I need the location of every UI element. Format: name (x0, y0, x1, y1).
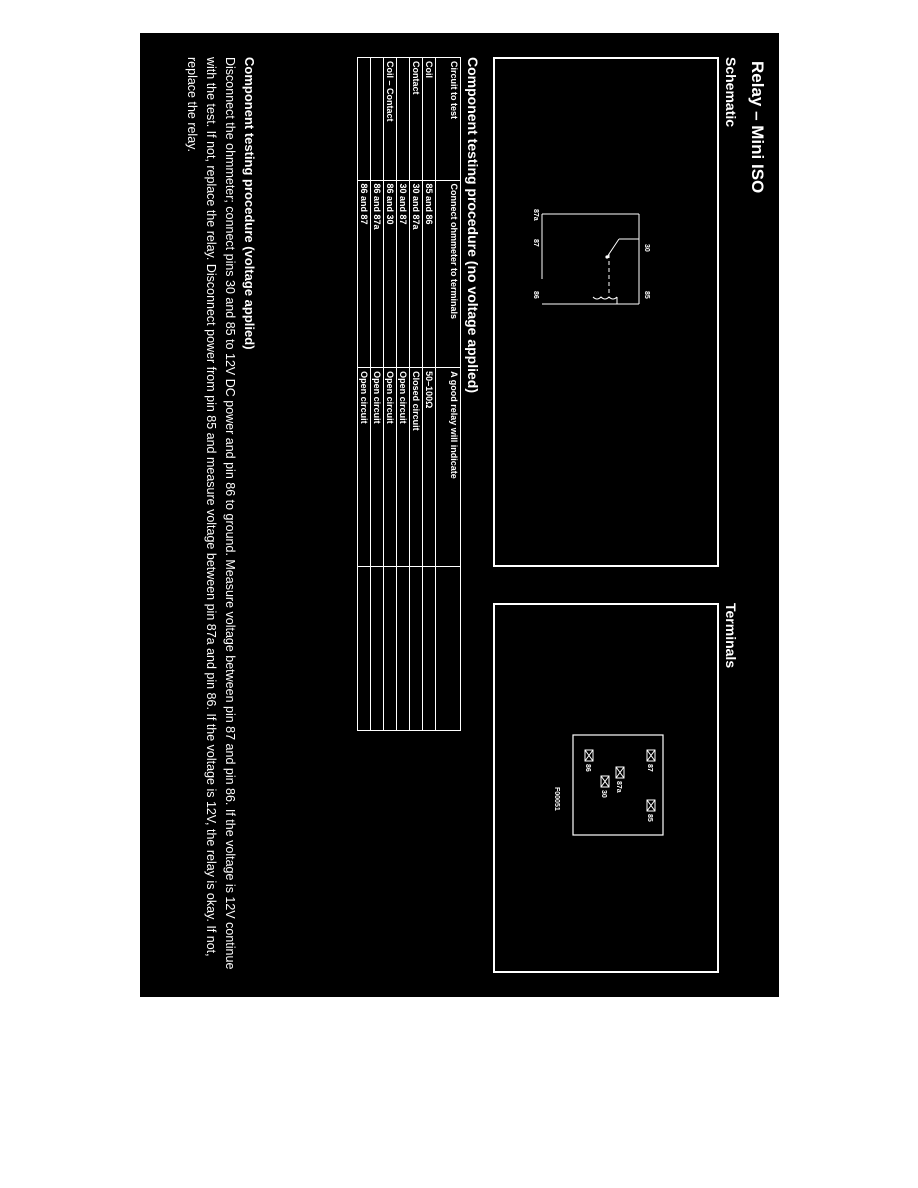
terminal-label-87a: 87a (615, 781, 622, 793)
voltage-test-heading: Component testing procedure (voltage app… (242, 57, 257, 350)
terminal-86 (584, 749, 594, 762)
cell-circuit (370, 57, 384, 181)
column-header-indicate: A good relay will indicate (435, 367, 461, 567)
cell-indicate: Open circuit (396, 367, 410, 567)
cell-terminals: 86 and 87a (370, 180, 384, 368)
schematic-box: 30 85 87a 87 86 (493, 57, 719, 567)
cell-empty (422, 566, 436, 731)
component-testing-table: Circuit to test Connect ohmmeter to term… (357, 57, 461, 731)
schematic-pin-30: 30 (643, 244, 650, 252)
table-row: Coil – Contact 86 and 30 Open circuit (383, 57, 397, 731)
cell-terminals: 30 and 87 (396, 180, 410, 368)
schematic-pin-85: 85 (643, 291, 650, 299)
cell-empty (409, 566, 423, 731)
cell-terminals: 85 and 86 (422, 180, 436, 368)
cell-circuit (396, 57, 410, 181)
cell-terminals: 86 and 30 (383, 180, 397, 368)
schematic-pin-87a: 87a (532, 209, 539, 221)
cell-terminals: 86 and 87 (357, 180, 371, 368)
cell-indicate: Open circuit (370, 367, 384, 567)
terminals-box: 87 86 87a 30 85 F00051 (493, 603, 719, 973)
table-row: 86 and 87 Open circuit (357, 57, 371, 731)
cell-terminals: 30 and 87a (409, 180, 423, 368)
cell-empty (370, 566, 384, 731)
schematic-heading: Schematic (723, 57, 739, 128)
column-header-terminals: Connect ohmmeter to terminals (435, 180, 461, 368)
terminal-label-86: 86 (584, 764, 591, 772)
cell-circuit (357, 57, 371, 181)
relay-terminals-diagram: 87 86 87a 30 85 F00051 (553, 734, 664, 836)
terminal-87a (615, 766, 625, 779)
rotated-content: Relay – Mini ISO Schematic Terminals (140, 33, 779, 997)
schematic-pin-86: 86 (532, 291, 539, 299)
terminal-label-85: 85 (646, 814, 653, 822)
table-header-row: Circuit to test Connect ohmmeter to term… (435, 57, 461, 731)
component-testing-heading: Component testing procedure (no voltage … (465, 57, 481, 394)
cell-indicate: Closed circuit (409, 367, 423, 567)
cell-empty (383, 566, 397, 731)
relay-base-outline (572, 734, 664, 836)
cell-empty (396, 566, 410, 731)
terminal-label-87: 87 (646, 764, 653, 772)
cell-circuit: Coil (422, 57, 436, 181)
page-title: Relay – Mini ISO (748, 61, 767, 194)
cell-indicate: Open circuit (357, 367, 371, 567)
terminal-label-30: 30 (600, 790, 607, 798)
figure-code: F00051 (553, 787, 560, 811)
column-header-circuit: Circuit to test (435, 57, 461, 181)
cell-circuit: Coil – Contact (383, 57, 397, 181)
column-header-empty (435, 566, 461, 731)
terminal-87 (646, 749, 656, 762)
cell-indicate: Open circuit (383, 367, 397, 567)
table-row: 30 and 87 Open circuit (396, 57, 410, 731)
cell-indicate: 50–100Ω (422, 367, 436, 567)
terminal-30 (600, 775, 610, 788)
schematic-pin-87: 87 (532, 239, 539, 247)
table-row: 86 and 87a Open circuit (370, 57, 384, 731)
contact-dot (605, 255, 609, 259)
terminal-85 (646, 799, 656, 812)
terminals-heading: Terminals (723, 603, 739, 669)
table-row: Contact 30 and 87a Closed circuit (409, 57, 423, 731)
relay-coil (592, 296, 618, 300)
relay-schematic-diagram: 30 85 87a 87 86 (532, 209, 650, 305)
cell-empty (357, 566, 371, 731)
table-row: Coil 85 and 86 50–100Ω (422, 57, 436, 731)
cell-circuit: Contact (409, 57, 423, 181)
document-panel: Relay – Mini ISO Schematic Terminals (140, 33, 779, 997)
voltage-test-body: Disconnect the ohmmeter; connect pins 30… (185, 57, 237, 970)
